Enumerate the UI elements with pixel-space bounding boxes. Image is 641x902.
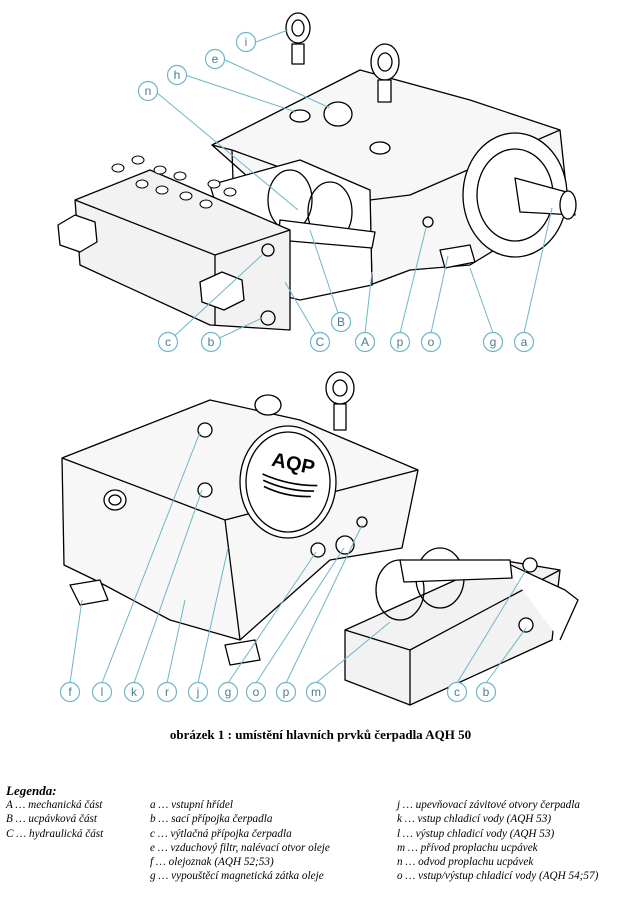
legend-item: a … vstupní hřídel xyxy=(150,799,233,811)
svg-text:o: o xyxy=(428,335,435,349)
svg-text:f: f xyxy=(68,685,72,699)
svg-text:h: h xyxy=(174,68,181,82)
callout-f: f xyxy=(59,681,81,703)
svg-text:i: i xyxy=(245,35,248,49)
callout-h: h xyxy=(166,64,188,86)
lifting-eye-3 xyxy=(325,371,355,431)
callout-o: o xyxy=(420,331,442,353)
callout-C: C xyxy=(309,331,331,353)
callout-B: B xyxy=(330,311,352,333)
svg-text:b: b xyxy=(483,685,490,699)
callout-c: c xyxy=(157,331,179,353)
svg-text:a: a xyxy=(521,335,528,349)
callout-e: e xyxy=(204,48,226,70)
callout-p-2: p xyxy=(275,681,297,703)
legend-item: m … přívod proplachu ucpávek xyxy=(397,841,538,854)
svg-text:j: j xyxy=(196,685,200,699)
callout-r: r xyxy=(156,681,178,703)
legend-item: b … sací přípojka čerpadla xyxy=(150,813,273,826)
pump-top-view xyxy=(57,12,577,331)
legend-item: B … ucpávková část xyxy=(6,813,98,826)
legend-item: e … vzduchový filtr, nalévací otvor olej… xyxy=(150,841,330,854)
svg-text:m: m xyxy=(311,685,321,699)
svg-text:C: C xyxy=(316,335,325,349)
svg-text:B: B xyxy=(337,315,345,329)
callout-m: m xyxy=(305,681,327,703)
callout-i: i xyxy=(235,31,257,53)
svg-text:r: r xyxy=(165,685,169,699)
svg-text:o: o xyxy=(253,685,260,699)
legend-item: l … výstup chladicí vody (AQH 53) xyxy=(397,827,555,840)
callout-c-2: c xyxy=(446,681,468,703)
svg-text:b: b xyxy=(208,335,215,349)
legend-item: A … mechanická část xyxy=(6,799,103,811)
legend-title: Legenda: xyxy=(6,783,57,798)
svg-text:p: p xyxy=(397,335,404,349)
legend-item: c … výtlačná přípojka čerpadla xyxy=(150,827,292,840)
legend-item: j … upevňovací závitové otvory čerpadla xyxy=(397,799,580,811)
svg-text:c: c xyxy=(165,335,171,349)
callout-n: n xyxy=(137,80,159,102)
pump-bottom-view xyxy=(61,371,579,706)
legend-sections: A … mechanická část B … ucpávková část C… xyxy=(6,798,103,841)
callout-a: a xyxy=(513,331,535,353)
legend-item: g … vypouštěcí magnetická zátka oleje xyxy=(150,870,324,883)
legend-item: o … vstup/výstup chladicí vody (AQH 54;5… xyxy=(397,870,599,883)
svg-text:p: p xyxy=(283,685,290,699)
svg-text:e: e xyxy=(212,52,219,66)
callout-j: j xyxy=(187,681,209,703)
callout-g-2: g xyxy=(217,681,239,703)
callout-l: l xyxy=(91,681,113,703)
callout-b: b xyxy=(200,331,222,353)
figure-caption: obrázek 1 : umístění hlavních prvků čerp… xyxy=(169,727,472,742)
svg-text:c: c xyxy=(454,685,460,699)
legend-item: C … hydraulická část xyxy=(6,827,104,840)
lifting-eye-2 xyxy=(370,43,400,103)
svg-text:g: g xyxy=(225,685,232,699)
callout-g: g xyxy=(482,331,504,353)
callout-A: A xyxy=(354,331,376,353)
legend-item: k … vstup chladicí vody (AQH 53) xyxy=(397,813,552,826)
legend-parts-1: a … vstupní hřídel b … sací přípojka čer… xyxy=(150,798,330,884)
callout-k: k xyxy=(123,681,145,703)
svg-text:g: g xyxy=(490,335,497,349)
legend-parts-2: j … upevňovací závitové otvory čerpadla … xyxy=(397,798,598,884)
svg-text:k: k xyxy=(131,685,138,699)
lifting-eye-1 xyxy=(285,12,311,65)
svg-text:n: n xyxy=(145,84,152,98)
legend-item: f … olejoznak (AQH 52;53) xyxy=(150,856,274,869)
pump-technical-drawing: AQP i h e n c b C B A p o xyxy=(57,12,579,706)
legend-item: n … odvod proplachu ucpávek xyxy=(397,856,534,869)
svg-text:A: A xyxy=(361,335,369,349)
callout-p: p xyxy=(389,331,411,353)
svg-text:l: l xyxy=(101,685,104,699)
callout-b-2: b xyxy=(475,681,497,703)
callout-o-2: o xyxy=(245,681,267,703)
